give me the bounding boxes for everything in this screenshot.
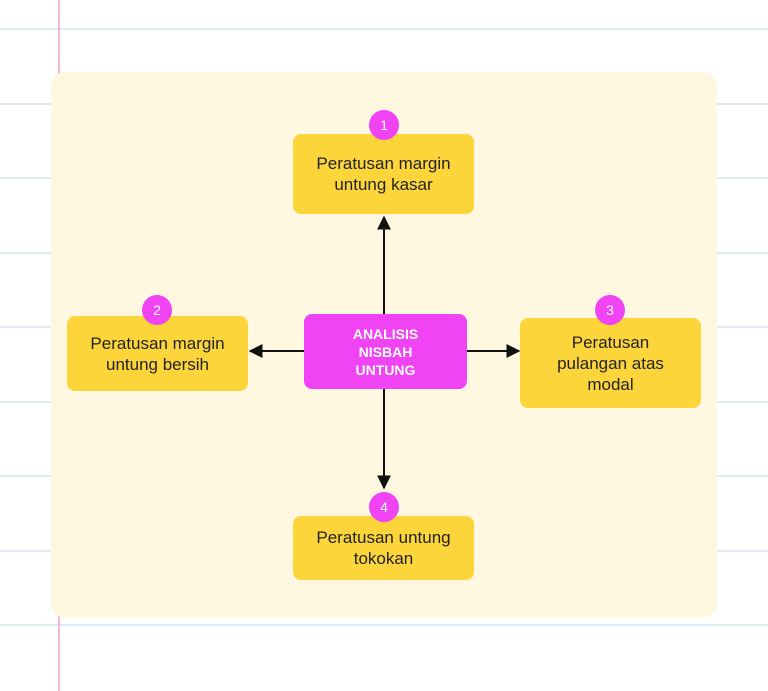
center-node-label: ANALISIS NISBAH UNTUNG xyxy=(352,325,419,378)
node-3-label: Peratusan pulangan atas modal xyxy=(557,332,664,394)
node-1-label: Peratusan margin untung kasar xyxy=(316,154,451,194)
node-4-number-badge: 4 xyxy=(369,492,399,522)
node-3: Peratusan pulangan atas modal xyxy=(520,318,701,408)
node-2: Peratusan margin untung bersih xyxy=(67,316,248,391)
notebook-rule xyxy=(0,28,768,30)
node-4-label: Peratusan untung tokokan xyxy=(316,528,451,568)
node-1: Peratusan margin untung kasar xyxy=(293,134,474,214)
node-4-number: 4 xyxy=(380,499,388,515)
node-2-label: Peratusan margin untung bersih xyxy=(90,333,225,374)
node-1-number-badge: 1 xyxy=(369,110,399,140)
node-1-number: 1 xyxy=(380,117,388,133)
node-3-number-badge: 3 xyxy=(595,295,625,325)
node-3-number: 3 xyxy=(606,302,614,318)
node-4: Peratusan untung tokokan xyxy=(293,516,474,580)
node-2-number: 2 xyxy=(153,302,161,318)
center-node: ANALISIS NISBAH UNTUNG xyxy=(304,314,467,389)
notebook-rule xyxy=(0,624,768,626)
node-2-number-badge: 2 xyxy=(142,295,172,325)
